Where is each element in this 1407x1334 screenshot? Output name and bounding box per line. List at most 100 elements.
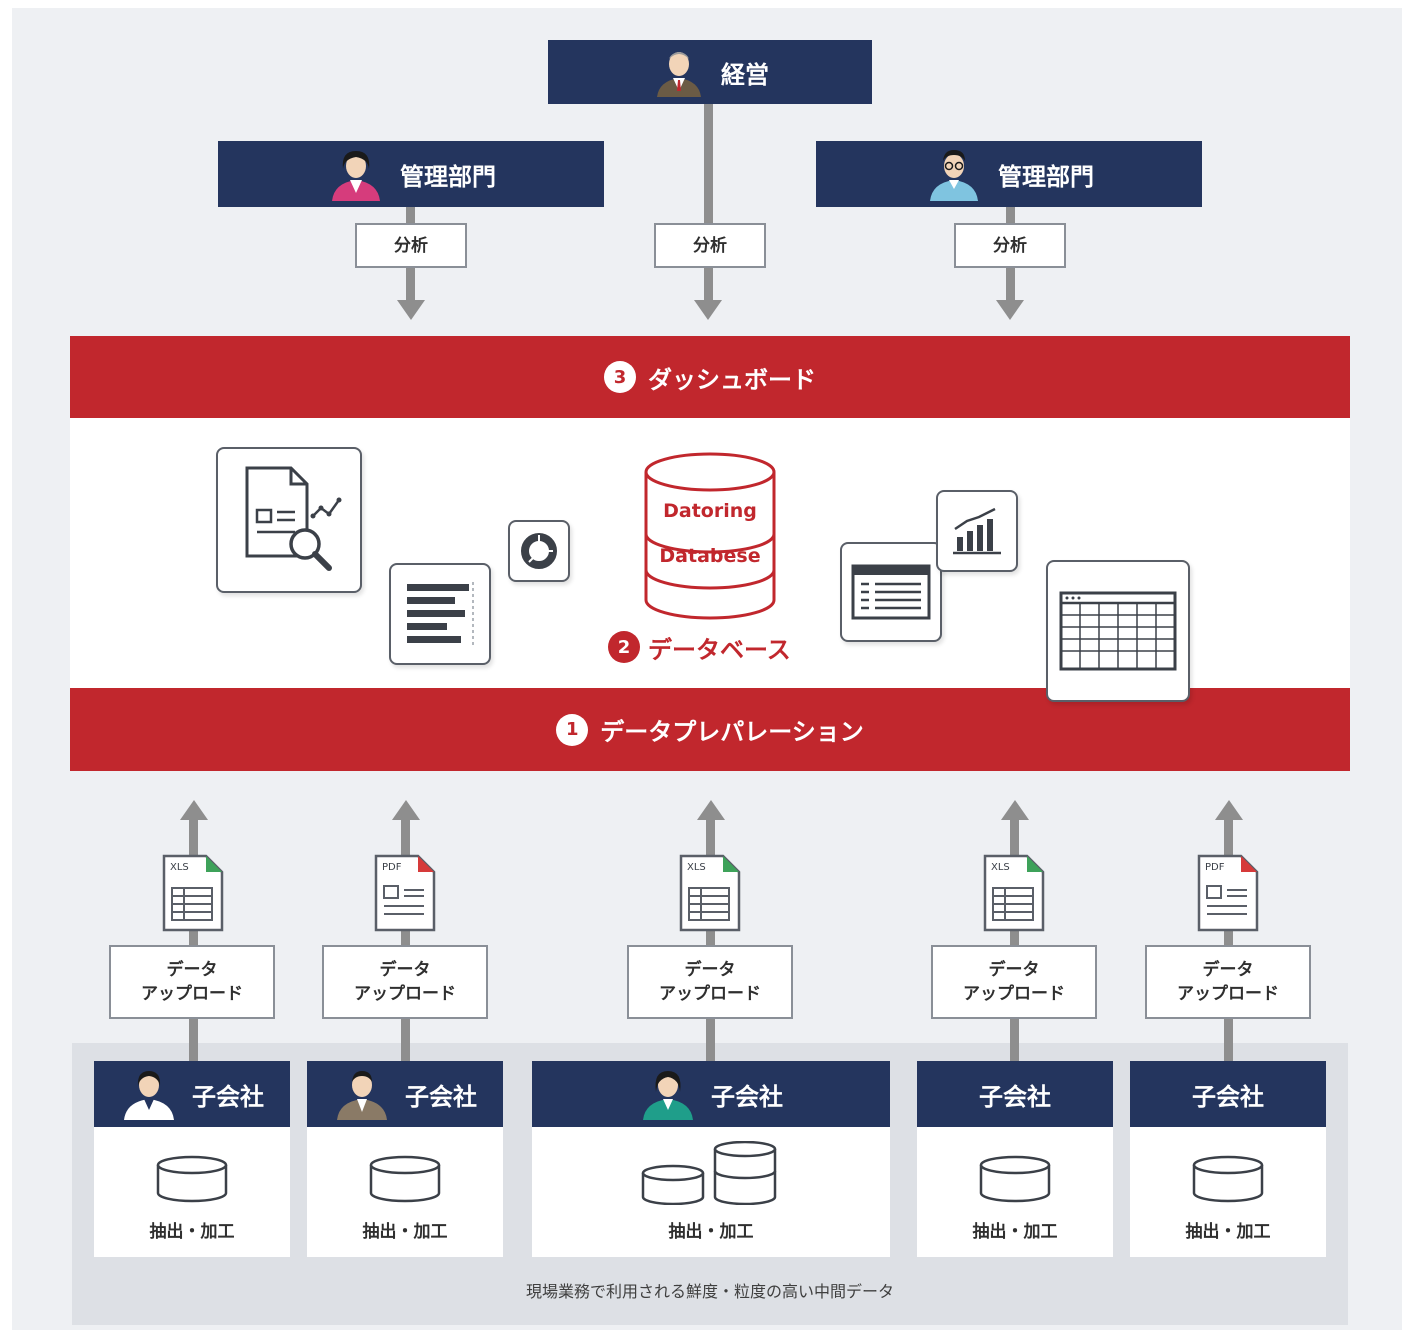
spreadsheet-grid-icon [1059, 591, 1177, 671]
arrow-down-center [694, 300, 722, 320]
pdf-file-icon: PDF [374, 854, 436, 936]
executive-avatar-icon [657, 52, 701, 97]
bar-chart-tile [389, 563, 491, 665]
process-label-5: 抽出・加工 [1185, 1222, 1271, 1242]
upload-line2: アップロード [141, 984, 243, 1004]
arrow-down-left [397, 300, 425, 320]
document-search-icon [245, 466, 342, 571]
process-label-1: 抽出・加工 [149, 1222, 235, 1242]
table-list-tile [840, 542, 942, 642]
upload-line2: アップロード [659, 984, 761, 1004]
upload-line1: データ [684, 960, 736, 980]
subsidiary-header-5: 子会社 [1130, 1061, 1326, 1127]
subsidiary-body-4: 抽出・加工 [917, 1127, 1113, 1257]
database-icon [979, 1155, 1051, 1203]
process-label-2: 抽出・加工 [362, 1222, 448, 1242]
upload-box-3: データ アップロード [627, 945, 793, 1019]
data-table-icon [851, 564, 931, 620]
subsidiary-body-1: 抽出・加工 [94, 1127, 290, 1257]
analysis-box-left: 分析 [355, 223, 467, 268]
arrow-up-5 [1215, 800, 1243, 820]
analysis-box-center: 分析 [654, 223, 766, 268]
database-cylinder-text-2: Databese [659, 545, 761, 567]
report-search-tile [216, 447, 362, 593]
footer-note: 現場業務で利用される鮮度・粒度の高い中間データ [525, 1282, 894, 1301]
subsidiary-label-1: 子会社 [192, 1082, 264, 1111]
arrow-up-4 [1001, 800, 1029, 820]
employee-avatar-icon [643, 1071, 693, 1120]
subsidiary-body-2: 抽出・加工 [307, 1127, 503, 1257]
database-icon [1192, 1155, 1264, 1203]
connector-up-1 [189, 818, 198, 1062]
subsidiary-body-5: 抽出・加工 [1130, 1127, 1326, 1257]
department-box-right: 管理部門 [816, 141, 1202, 207]
upload-line1: データ [1202, 960, 1254, 980]
upload-line1: データ [988, 960, 1040, 980]
svg-text:XLS: XLS [687, 862, 706, 873]
arrow-up-3 [697, 800, 725, 820]
subsidiary-label-4: 子会社 [979, 1082, 1051, 1111]
pdf-file-icon: PDF [1197, 854, 1259, 936]
subsidiary-body-3: 抽出・加工 [532, 1127, 890, 1257]
dashboard-number-badge: 3 [604, 361, 636, 393]
subsidiary-label-2: 子会社 [405, 1082, 477, 1111]
database-label: データベース [648, 635, 791, 664]
svg-text:XLS: XLS [991, 862, 1010, 873]
upload-line1: データ [166, 960, 218, 980]
dashboard-label: ダッシュボード [648, 365, 816, 394]
arrow-up-2 [392, 800, 420, 820]
connector-up-4 [1010, 818, 1019, 1062]
svg-text:PDF: PDF [1205, 862, 1225, 873]
database-cylinder-text-1: Datoring [663, 500, 757, 522]
database-cylinder-icon [644, 452, 776, 620]
horizontal-bar-chart-icon [407, 582, 474, 646]
management-box: 経営 [548, 40, 872, 104]
upload-box-4: データ アップロード [931, 945, 1097, 1019]
subsidiary-header-4: 子会社 [917, 1061, 1113, 1127]
connector-management [704, 104, 713, 304]
svg-text:PDF: PDF [382, 862, 402, 873]
preparation-number-badge: 1 [556, 713, 589, 746]
male-manager-avatar-icon [930, 150, 978, 201]
analysis-label: 分析 [394, 235, 428, 256]
subsidiary-header-1: 子会社 [94, 1061, 290, 1127]
database-icon [369, 1155, 441, 1203]
database-icon [156, 1155, 228, 1203]
connector-up-3 [706, 818, 715, 1062]
spreadsheet-tile [1046, 560, 1190, 702]
employee-avatar-icon [337, 1071, 387, 1120]
database-number-badge: 2 [608, 631, 640, 663]
rising-column-chart-icon [953, 507, 1001, 555]
analysis-label: 分析 [993, 235, 1027, 256]
preparation-label: データプレパレーション [600, 718, 864, 746]
process-label-4: 抽出・加工 [972, 1222, 1058, 1242]
donut-chart-tile [508, 520, 570, 582]
department-label-left: 管理部門 [400, 162, 496, 191]
department-box-left: 管理部門 [218, 141, 604, 207]
connector-up-2 [401, 818, 410, 1062]
upload-box-2: データ アップロード [322, 945, 488, 1019]
xls-file-icon: XLS [679, 854, 741, 936]
multiple-database-icon [641, 1141, 777, 1205]
upload-line2: アップロード [354, 984, 456, 1004]
upload-line2: アップロード [963, 984, 1065, 1004]
donut-chart-icon [521, 533, 557, 569]
upload-line1: データ [379, 960, 431, 980]
database-caption: 2 データベース [608, 629, 791, 665]
subsidiary-label-5: 子会社 [1192, 1082, 1264, 1111]
connector-up-5 [1224, 818, 1233, 1062]
svg-text:XLS: XLS [170, 862, 189, 873]
department-label-right: 管理部門 [998, 162, 1094, 191]
datoring-database-cylinder [643, 452, 777, 620]
analysis-box-right: 分析 [954, 223, 1066, 268]
employee-avatar-icon [124, 1071, 174, 1120]
process-label-3: 抽出・加工 [668, 1222, 754, 1242]
xls-file-icon: XLS [983, 854, 1045, 936]
management-label: 経営 [721, 60, 769, 89]
analysis-label: 分析 [693, 235, 727, 256]
dashboard-band: 3 ダッシュボード [70, 336, 1350, 418]
subsidiary-label-3: 子会社 [711, 1082, 783, 1111]
upload-line2: アップロード [1177, 984, 1279, 1004]
xls-file-icon: XLS [162, 854, 224, 936]
female-manager-avatar-icon [332, 151, 380, 201]
